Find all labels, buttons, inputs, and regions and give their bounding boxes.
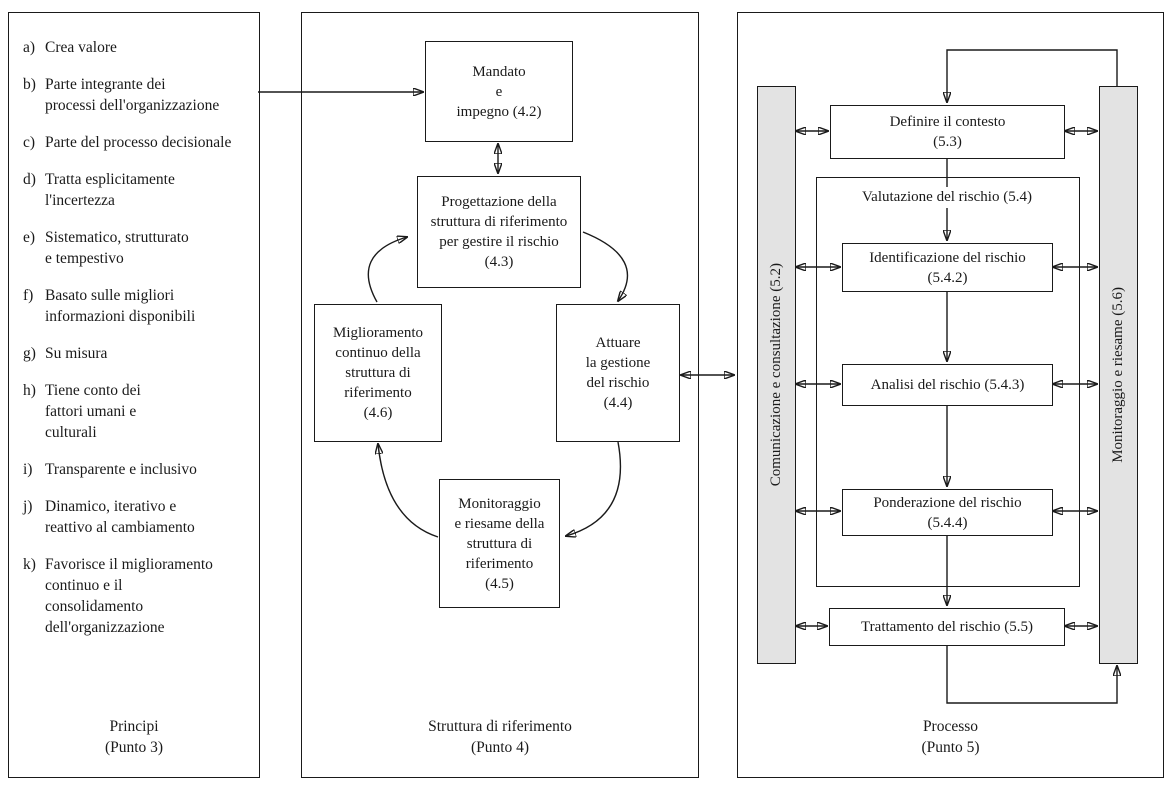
principle-item-h: h) Tiene conto dei fattori umani e cultu… (23, 380, 253, 443)
principle-item-a: a) Crea valore (23, 37, 253, 58)
principle-text: Basato sulle migliori informazioni dispo… (45, 287, 196, 325)
box-attuare-gestione: Attuare la gestione del rischio (4.4) (556, 304, 680, 442)
box-mandato-impegno: Mandato e impegno (4.2) (425, 41, 573, 142)
principle-item-j: j) Dinamico, iterativo e reattivo al cam… (23, 496, 253, 538)
principle-text: Parte integrante dei processi dell'organ… (45, 76, 220, 114)
principle-letter: f) (23, 287, 34, 304)
principle-text: Transparente e inclusivo (45, 461, 197, 478)
bar-comunicazione-label: Comunicazione e consultazione (5.2) (768, 263, 784, 487)
box-analisi-rischio: Analisi del rischio (5.4.3) (842, 364, 1053, 406)
principle-letter: c) (23, 134, 36, 151)
principle-letter: i) (23, 461, 33, 478)
process-caption: Processo (Punto 5) (921, 718, 980, 756)
principle-letter: d) (23, 171, 36, 188)
principles-list: a) Crea valore b) Parte integrante dei p… (23, 37, 253, 654)
box-progettazione-struttura: Progettazione della struttura di riferim… (417, 176, 581, 288)
principle-item-c: c) Parte del processo decisionale (23, 132, 253, 153)
principle-letter: j) (23, 498, 33, 515)
principle-letter: g) (23, 345, 36, 362)
principle-letter: e) (23, 229, 36, 246)
principle-text: Tratta esplicitamente l'incertezza (45, 171, 175, 209)
principle-item-g: g) Su misura (23, 343, 253, 364)
principle-item-i: i) Transparente e inclusivo (23, 459, 253, 480)
principles-caption: Principi (Punto 3) (104, 718, 164, 756)
principle-text: Favorisce il miglioramento continuo e il… (45, 556, 213, 636)
principle-letter: a) (23, 39, 36, 56)
principle-item-k: k) Favorisce il miglioramento continuo e… (23, 554, 253, 638)
label-valutazione-rischio: Valutazione del rischio (5.4) (830, 187, 1064, 208)
framework-caption: Struttura di riferimento (Punto 4) (428, 718, 572, 756)
principle-letter: b) (23, 76, 36, 93)
principle-text: Crea valore (45, 39, 117, 56)
principle-text: Tiene conto dei fattori umani e cultural… (45, 382, 141, 441)
bar-monitoraggio-riesame: Monitoraggio e riesame (5.6) (1099, 86, 1138, 664)
principle-item-e: e) Sistematico, strutturato e tempestivo (23, 227, 253, 269)
bar-comunicazione-consultazione: Comunicazione e consultazione (5.2) (757, 86, 796, 664)
box-definire-contesto: Definire il contesto (5.3) (830, 105, 1065, 159)
box-identificazione-rischio: Identificazione del rischio (5.4.2) (842, 243, 1053, 292)
principle-letter: h) (23, 382, 36, 399)
bar-monitoraggio-label: Monitoraggio e riesame (5.6) (1110, 287, 1126, 463)
box-miglioramento-continuo: Miglioramento continuo della struttura d… (314, 304, 442, 442)
principle-text: Su misura (45, 345, 108, 362)
box-trattamento-rischio: Trattamento del rischio (5.5) (829, 608, 1065, 646)
principle-item-b: b) Parte integrante dei processi dell'or… (23, 74, 253, 116)
principle-item-f: f) Basato sulle migliori informazioni di… (23, 285, 253, 327)
principle-text: Parte del processo decisionale (45, 134, 232, 151)
box-ponderazione-rischio: Ponderazione del rischio (5.4.4) (842, 489, 1053, 536)
box-monitoraggio-riesame-struttura: Monitoraggio e riesame della struttura d… (439, 479, 560, 608)
principle-text: Dinamico, iterativo e reattivo al cambia… (45, 498, 195, 536)
principle-letter: k) (23, 556, 36, 573)
principle-item-d: d) Tratta esplicitamente l'incertezza (23, 169, 253, 211)
principle-text: Sistematico, strutturato e tempestivo (45, 229, 189, 267)
panel-principles: a) Crea valore b) Parte integrante dei p… (8, 12, 260, 778)
